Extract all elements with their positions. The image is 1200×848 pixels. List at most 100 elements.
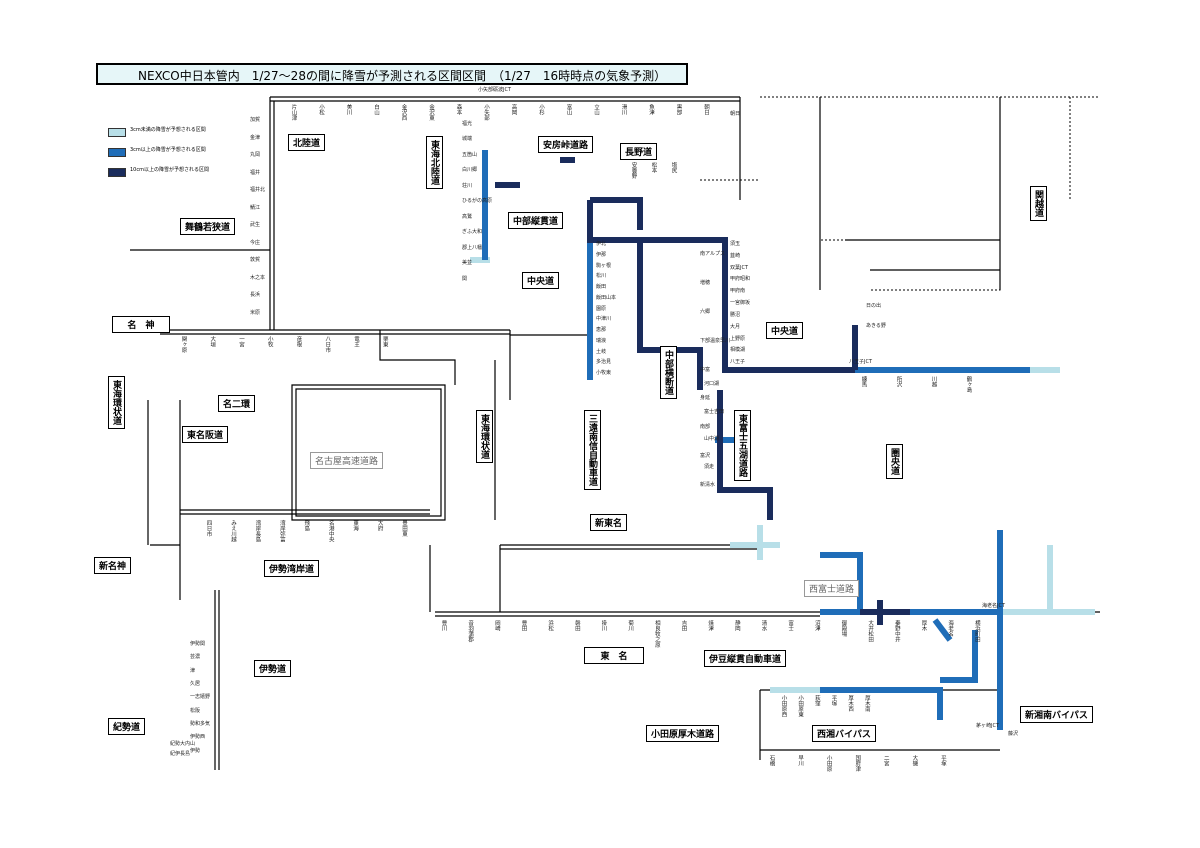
- ic-name: 荻窪: [813, 695, 820, 706]
- ic-name: 八王子: [730, 359, 746, 366]
- ic-name: 城端: [462, 136, 473, 143]
- road-label-kisei: 紀勢道: [108, 718, 146, 735]
- road-label-chuo-west: 中央道: [522, 272, 560, 289]
- road-label-hokuriku: 北陸道: [288, 134, 326, 151]
- road-label-shin-tomei: 新東名: [590, 514, 628, 531]
- map-title-box: NEXCO中日本管内 1/27〜28の間に降雪が予測される区間区間 （1/27 …: [96, 63, 688, 85]
- ic-group-nagano: 安曇野松本塩尻: [630, 162, 690, 192]
- ic-name: 浜松: [547, 620, 554, 631]
- ic-name: 名港中央: [327, 520, 334, 542]
- ic-name: 栗東: [381, 336, 388, 347]
- ic-name: 富沢: [700, 453, 711, 460]
- road-label-chuo-east: 中央道: [766, 322, 804, 339]
- ic-name: 厚木南: [863, 695, 870, 712]
- ic-name: 小牧東: [596, 370, 612, 377]
- ic-name: 川越: [930, 376, 937, 387]
- ic-name: 豊田: [520, 620, 527, 631]
- ic-name: 瑞浪: [596, 337, 607, 344]
- ic-name: 郡上八幡: [462, 244, 483, 251]
- ic-name: 金沢東: [428, 104, 434, 121]
- road-label-seisho: 西湘バイパス: [812, 725, 876, 742]
- ic-name: 静岡: [733, 620, 740, 631]
- ic-name: 相良牧之原: [653, 620, 660, 648]
- ic-name: 松阪: [190, 707, 201, 714]
- ic-name: 横浜町田: [973, 620, 980, 642]
- ic-name: 富山: [565, 104, 572, 115]
- ic-name: 武生: [250, 222, 261, 228]
- ic-name: 国府津: [854, 755, 861, 772]
- ic-name: 白川郷: [462, 167, 478, 174]
- road-label-meishin: 名 神: [112, 316, 170, 333]
- ic-name: 黒部: [675, 104, 682, 115]
- ic-name: 沼津: [813, 620, 820, 631]
- ic-name: 加賀: [250, 117, 261, 123]
- ic-name: 美川: [345, 104, 352, 115]
- ic-name: 双葉JCT: [730, 264, 749, 271]
- ic-name: 厚木西: [847, 695, 854, 712]
- ic-name: 白山: [373, 104, 379, 115]
- ic-name: 関: [462, 275, 468, 282]
- road-label-shinshonan: 新湘南バイパス: [1020, 706, 1093, 723]
- ic-group-ise: 伊勢関芸濃津久居一志嬉野松阪勢和多気伊勢西伊勢: [190, 640, 210, 760]
- ic-name: 焼津: [707, 620, 714, 631]
- ic-name: 紀伊長島: [170, 751, 191, 757]
- ic-name: 勢和多気: [190, 721, 211, 727]
- ic-group-isewangan: 四日市みえ川越湾岸長島湾岸弥富飛島名港中央東海大府豊田東: [205, 520, 425, 560]
- jct-label-chigasaki: 茅ヶ崎JCT: [976, 723, 1000, 729]
- ic-name: 石橋: [768, 755, 775, 766]
- ic-name: 大府: [376, 520, 383, 531]
- ic-name: 金沢西: [400, 104, 407, 121]
- ic-name: 練馬: [860, 376, 867, 387]
- ic-name: 荘川: [462, 182, 473, 189]
- ic-name: 大磯: [911, 755, 918, 766]
- ic-name: 湾岸弥富: [278, 520, 285, 542]
- ic-name: 一宮: [238, 336, 244, 347]
- ic-group-higashi-fuji: 河口湖富士吉田山中湖須走: [704, 380, 724, 490]
- road-label-tokai-kanjo-west: 東海環状道: [108, 376, 125, 429]
- ic-label-akiruno: あきる野: [866, 323, 886, 329]
- ic-name: 土岐: [596, 348, 607, 355]
- road-label-ken-o: 圏央道: [886, 444, 903, 479]
- road-label-chubu-jukan: 中部縦貫道: [508, 212, 564, 229]
- ic-name: 長浜: [250, 292, 261, 298]
- ic-name: 小田原東: [797, 695, 804, 717]
- road-label-kan-etsu: 関越道: [1030, 186, 1047, 221]
- ic-group-seisho: 石橋早川小田原国府津二宮大磯平塚: [768, 755, 968, 785]
- ic-name: 富士: [787, 620, 794, 631]
- road-label-nagoya-exp: 名古屋高速道路: [310, 452, 384, 469]
- ic-name: 一宮御坂: [730, 300, 751, 307]
- ic-name: 二宮: [882, 755, 889, 766]
- ic-name: 岡崎: [493, 620, 500, 631]
- ic-name: 高岡: [510, 104, 517, 115]
- ic-name: 多治見: [596, 359, 612, 366]
- ic-name: 新清水: [700, 482, 716, 489]
- ic-name: 敦賀: [250, 257, 261, 263]
- ic-name: 上野原: [730, 335, 746, 342]
- road-label-izu: 伊豆縦貫自動車道: [704, 650, 787, 667]
- snow-heavy-higashi-fuji: [717, 390, 773, 520]
- legend-swatch-heavy: [108, 168, 126, 177]
- ic-name: 飯田山本: [596, 294, 617, 301]
- ic-group-hokuriku-top: 片山津小松美川白山金沢西金沢東森本小矢部高岡小杉富山立山滑川魚津黒部朝日: [290, 104, 730, 134]
- road-label-nishi-fuji: 西富士道路: [804, 580, 860, 597]
- ic-name: 松本: [650, 162, 657, 173]
- ic-name: 河口湖: [704, 381, 720, 387]
- ic-group-hokuriku: 加賀金津丸岡福井福井北鯖江武生今庄敦賀木之本長浜米原: [250, 116, 270, 326]
- ic-name: 早川: [797, 755, 804, 766]
- ic-name: 須走: [704, 463, 715, 470]
- ic-label-fujisawa: 藤沢: [1008, 731, 1019, 737]
- ic-name: 清水: [760, 620, 767, 631]
- legend-label-heavy: 10cm以上の降雪が予想される区間: [130, 167, 209, 173]
- ic-name: 津: [190, 667, 196, 674]
- ic-name: ひるがの高原: [462, 198, 493, 205]
- ic-name: 伊北: [596, 241, 607, 247]
- legend-label-light: 3cm未満の降雪が予想される区間: [130, 127, 206, 133]
- ic-name: 豊川: [440, 620, 447, 631]
- ic-name: 所沢: [895, 376, 902, 387]
- ic-name: 小松: [318, 104, 324, 115]
- road-label-higashi-fuji: 東富士五湖道路: [734, 410, 751, 481]
- ic-name: 紀勢大内山: [170, 741, 196, 747]
- road-label-ise: 伊勢道: [254, 660, 292, 677]
- ic-name: 彦根: [295, 336, 302, 347]
- ic-name: 鶴ヶ島: [965, 376, 972, 393]
